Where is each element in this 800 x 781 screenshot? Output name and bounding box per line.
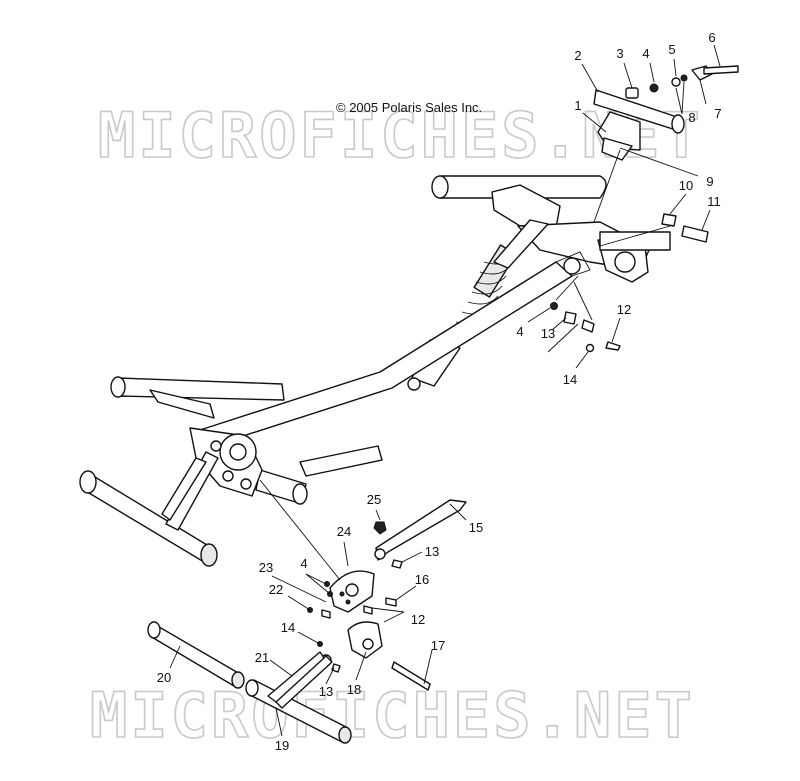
callout-24: 24 bbox=[337, 524, 351, 539]
callout-8: 8 bbox=[688, 110, 695, 125]
callout-20: 20 bbox=[157, 670, 171, 685]
callout-labels: 2 1 3 4 5 6 8 7 9 10 11 12 4 13 14 15 13… bbox=[157, 30, 722, 753]
callout-23: 23 bbox=[259, 560, 273, 575]
callout-11: 11 bbox=[707, 194, 721, 209]
callout-4-mid: 4 bbox=[516, 324, 523, 339]
callout-16: 16 bbox=[415, 572, 429, 587]
callout-9: 9 bbox=[706, 174, 713, 189]
callout-14-mid: 14 bbox=[563, 372, 577, 387]
callout-18: 18 bbox=[347, 682, 361, 697]
callout-3: 3 bbox=[616, 46, 623, 61]
callout-5: 5 bbox=[668, 42, 675, 57]
callout-4-lower: 4 bbox=[300, 556, 307, 571]
callout-13-mid: 13 bbox=[541, 326, 555, 341]
callout-6: 6 bbox=[708, 30, 715, 45]
watermark-bottom: MICROFICHES.NET bbox=[90, 679, 695, 752]
callout-1: 1 bbox=[574, 98, 581, 113]
callout-12: 12 bbox=[617, 302, 631, 317]
callout-12-lower: 12 bbox=[411, 612, 425, 627]
callout-14-lower: 14 bbox=[281, 620, 295, 635]
callout-10: 10 bbox=[679, 178, 693, 193]
callout-13-lower: 13 bbox=[425, 544, 439, 559]
callout-4: 4 bbox=[642, 46, 649, 61]
callout-7: 7 bbox=[714, 106, 721, 121]
main-assembly bbox=[79, 175, 671, 567]
callout-17: 17 bbox=[431, 638, 445, 653]
callout-22: 22 bbox=[269, 582, 283, 597]
callout-15: 15 bbox=[469, 520, 483, 535]
upper-right-detail bbox=[593, 65, 739, 243]
callout-13-bottom: 13 bbox=[319, 684, 333, 699]
callout-19: 19 bbox=[275, 738, 289, 753]
callout-25: 25 bbox=[367, 492, 381, 507]
mid-right-hardware bbox=[547, 302, 621, 353]
callout-21: 21 bbox=[255, 650, 269, 665]
copyright-text: © 2005 Polaris Sales Inc. bbox=[336, 100, 482, 115]
callout-2: 2 bbox=[574, 48, 581, 63]
leader-lines bbox=[169, 44, 721, 737]
lower-detail bbox=[147, 499, 467, 744]
